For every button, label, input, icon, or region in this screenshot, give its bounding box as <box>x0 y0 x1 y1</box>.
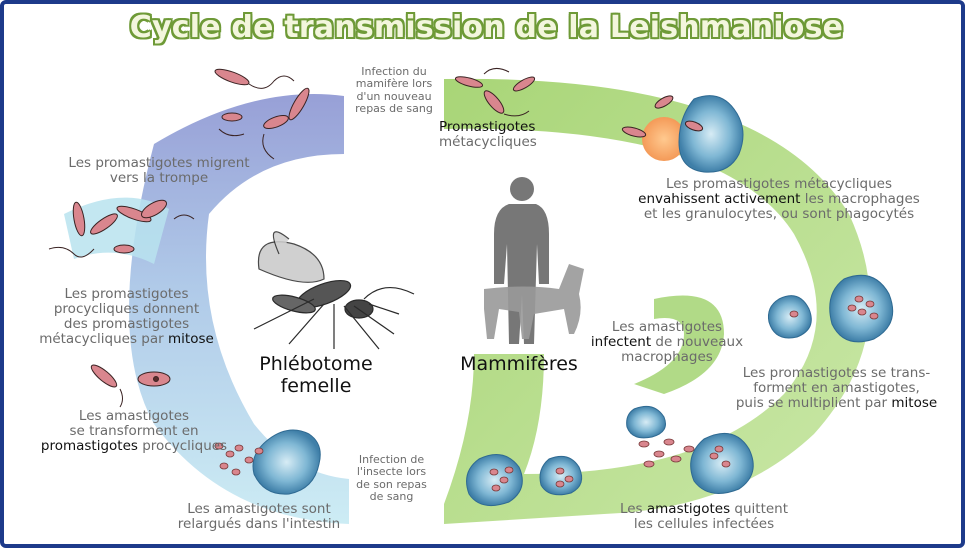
transform-insect-line-2: se transforment en <box>69 423 199 440</box>
transform-mammal-line-1: Les promastigotes se trans- <box>742 365 931 381</box>
promastigotes-meta-label: Promastigotes métacycliques <box>439 119 559 151</box>
leave-line-1: Les amastigotes quittent <box>604 501 804 517</box>
invade-emphasis: envahissent activement <box>638 191 801 208</box>
invade-line-2: envahissent activement les macrophages <box>599 192 959 207</box>
transform-insect-line-1: Les amastigotes <box>78 408 190 424</box>
page-title: Cycle de transmission de la Leishmaniose <box>129 10 844 45</box>
amastigotes-infect-emphasis: infectent <box>590 334 652 351</box>
leave-line-2: les cellules infectées <box>633 516 775 533</box>
inner-green-loop <box>634 295 724 394</box>
leave-line-1-post: quittent <box>730 501 789 517</box>
infection-mammal-line-2: mamifère lors <box>355 77 433 91</box>
infection-mammal-label: Infection du mamifère lors d'un nouveau … <box>349 65 439 115</box>
macrophages-right <box>768 274 894 343</box>
migrate-line-1: Les promastigotes migrent <box>68 155 250 171</box>
mammal-arc <box>444 78 870 525</box>
infection-insect-line-4: de sang <box>369 489 414 503</box>
transform-mammal-emphasis: mitose <box>891 395 938 412</box>
infection-insect-line-3: de son repas <box>356 477 427 491</box>
transform-insect-line-3: promastigotes procycliques <box>14 439 254 454</box>
amastigotes-infect-line-3: macrophages <box>621 349 713 366</box>
amastigotes-infect-line-2-rest: de nouveaux <box>651 334 744 351</box>
invade-label: Les promastigotes métacycliques envahiss… <box>599 176 959 223</box>
macrophage-top <box>621 95 744 173</box>
transform-insect-line-3-rest: procycliques <box>137 438 228 455</box>
invade-line-3: et les granulocytes, ou sont phagocytés <box>643 206 915 223</box>
infection-insect-line-1: Infection de <box>358 453 425 466</box>
macrophage-released <box>214 429 321 495</box>
migrate-label: Les promastigotes migrent vers la trompe <box>44 155 274 187</box>
sandfly-label-line-2: femelle <box>280 374 352 397</box>
procyclic-line-3: des promastigotes <box>63 316 190 333</box>
infection-mammal-line-1: Infection du <box>361 65 427 78</box>
promastigotes-meta-line-2: métacycliques <box>439 134 537 151</box>
transform-insect-label: Les amastigotes se transforment en proma… <box>14 408 254 454</box>
amastigotes-infect-line-2: infectent de nouveaux <box>582 335 752 350</box>
infection-insect-label: Infection de l'insecte lors de son repas… <box>344 453 439 503</box>
sandfly-label: Phlébotome femelle <box>246 353 386 398</box>
promastigotes-metacyclic <box>454 68 536 117</box>
promastigotes-meta-line-1: Promastigotes <box>439 119 536 135</box>
procyclic-line-4: métacycliques par mitose <box>14 332 239 347</box>
infection-mammal-line-4: repas de sang <box>355 101 433 115</box>
macrophages-bottom <box>466 454 583 507</box>
procyclic-line-2: procycliques donnent <box>53 301 200 318</box>
leave-emphasis: amastigotes <box>646 501 731 517</box>
macrophages-bursting <box>626 405 754 494</box>
mammals-label: Mammifères <box>460 353 578 375</box>
invade-line-2-rest: les macrophages <box>800 191 920 208</box>
promastigotes-procyclic <box>48 199 195 258</box>
amastigotes-infect-label: Les amastigotes infectent de nouveaux ma… <box>582 319 752 366</box>
transform-insect-emphasis: promastigotes <box>40 438 138 455</box>
invade-line-1: Les promastigotes métacycliques <box>665 176 893 192</box>
leave-label: Les amastigotes quittent les cellules in… <box>604 501 804 533</box>
human-silhouette <box>494 177 549 344</box>
transform-mammal-line-3: puis se multiplient par mitose <box>709 395 961 412</box>
transform-mammal-line-3-text: puis se multiplient par <box>735 395 892 412</box>
released-label: Les amastigotes sont relargués dans l'in… <box>154 501 364 533</box>
procyclic-emphasis: mitose <box>168 331 214 348</box>
migrate-line-2: vers la trompe <box>109 170 209 187</box>
procyclic-label: Les promastigotes procycliques donnent d… <box>14 286 239 347</box>
sandfly-label-line-1: Phlébotome <box>259 353 373 375</box>
released-line-2: relargués dans l'intestin <box>177 516 341 533</box>
promastigotes-proboscis <box>214 68 310 160</box>
leave-line-1-pre: Les <box>619 501 647 517</box>
transform-mammal-line-2: forment en amastigotes, <box>753 380 920 397</box>
released-line-1: Les amastigotes sont <box>187 501 331 517</box>
insect-arc <box>129 94 349 524</box>
amastigotes-transforming <box>90 364 171 408</box>
procyclic-line-1: Les promastigotes <box>64 286 189 302</box>
cycle-artwork <box>48 68 894 525</box>
dog-silhouette <box>484 264 584 339</box>
infection-mammal-line-3: d'un nouveau <box>356 89 432 103</box>
transform-mammal-label: Les promastigotes se trans- forment en a… <box>709 365 961 412</box>
procyclic-line-4-text: métacycliques par <box>39 331 168 348</box>
sandfly <box>253 231 415 350</box>
infection-insect-line-2: l'insecte lors <box>356 465 427 479</box>
amastigotes-infect-line-1: Les amastigotes <box>611 319 723 335</box>
